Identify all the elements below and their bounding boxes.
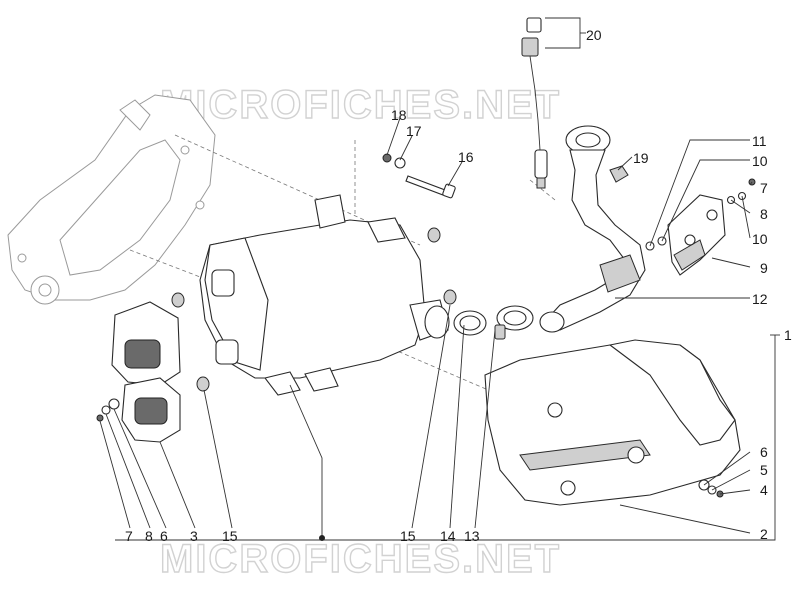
callout-15b: 15 xyxy=(400,528,416,544)
callout-6b: 6 xyxy=(760,444,768,460)
exhaust-pipe xyxy=(539,125,646,333)
washer-18 xyxy=(382,153,392,163)
callout-2: 2 xyxy=(760,526,768,542)
callout-4: 4 xyxy=(760,482,768,498)
grommet-c xyxy=(171,292,185,308)
swingarm-frame xyxy=(7,94,216,305)
bolt-16 xyxy=(405,175,456,199)
callout-13: 13 xyxy=(464,528,480,544)
guide-frame-muffler xyxy=(174,134,421,246)
muffler-heat-shield xyxy=(484,339,741,506)
callout-labels: 20 18 17 16 19 11 10 7 8 10 9 12 1 6 5 4… xyxy=(125,27,792,544)
gasket-19 xyxy=(609,165,629,183)
callout-3: 3 xyxy=(190,528,198,544)
callout-16: 16 xyxy=(458,149,474,165)
callout-5: 5 xyxy=(760,462,768,478)
callout-12: 12 xyxy=(752,291,768,307)
callout-9: 9 xyxy=(760,260,768,276)
screw-7-left xyxy=(96,414,104,422)
guide-frame-lower xyxy=(129,249,261,301)
callout-8b: 8 xyxy=(760,206,768,222)
callout-10a: 10 xyxy=(752,153,768,169)
washer-6-left xyxy=(108,398,120,410)
callout-1: 1 xyxy=(784,327,792,343)
clamp-13 xyxy=(494,305,534,340)
callout-10b: 10 xyxy=(752,231,768,247)
guide-sensor xyxy=(529,179,556,201)
callout-17: 17 xyxy=(406,123,422,139)
end-cap-upper xyxy=(111,301,181,386)
callout-7b: 7 xyxy=(760,180,768,196)
grommet-d xyxy=(196,376,210,392)
gasket-ring-14 xyxy=(453,310,487,336)
callout-18: 18 xyxy=(391,107,407,123)
oxygen-sensor xyxy=(521,17,548,189)
spacer-17 xyxy=(394,157,406,169)
callout-8a: 8 xyxy=(145,528,153,544)
callout-20: 20 xyxy=(586,27,602,43)
grommet-b xyxy=(443,289,457,305)
callout-19: 19 xyxy=(633,150,649,166)
pipe-heat-shield xyxy=(667,194,726,276)
leader-dot xyxy=(319,535,325,541)
callout-6a: 6 xyxy=(160,528,168,544)
watermark-top: MICROFICHES.NET xyxy=(160,83,561,127)
callout-15a: 15 xyxy=(222,528,238,544)
callout-7a: 7 xyxy=(125,528,133,544)
watermark-bottom: MICROFICHES.NET xyxy=(160,537,561,581)
leader-lines xyxy=(99,17,780,541)
grommet-a xyxy=(427,227,441,243)
washer-8-left xyxy=(101,405,111,415)
muffler xyxy=(199,194,450,396)
callout-11: 11 xyxy=(752,133,767,149)
callout-14: 14 xyxy=(440,528,456,544)
end-cap-lower xyxy=(121,377,181,443)
guide-cover xyxy=(359,334,501,396)
